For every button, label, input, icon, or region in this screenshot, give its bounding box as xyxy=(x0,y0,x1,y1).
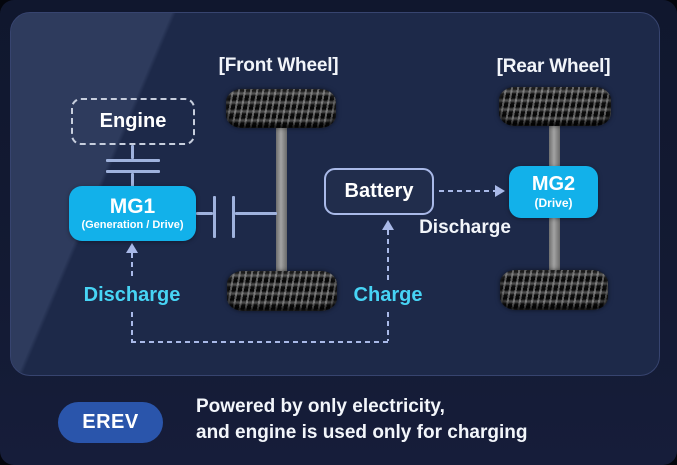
battery-charge-arrowhead-icon xyxy=(382,220,394,230)
rear-wheel-label: [Rear Wheel] xyxy=(496,56,611,77)
battery-charge-label: Charge xyxy=(353,284,423,306)
battery-charge-dash xyxy=(387,230,389,282)
clutch-plate xyxy=(213,196,216,238)
mg2-subtitle: (Drive) xyxy=(534,196,573,210)
mg1-discharge-arrowhead-icon xyxy=(126,243,138,253)
diagram-card: [Front Wheel] [Rear Wheel] Engine MG1 (G… xyxy=(10,12,660,376)
front-axle xyxy=(276,120,287,278)
erev-badge-label: EREV xyxy=(82,411,139,433)
erev-caption-line1: Powered by only electricity, xyxy=(196,396,445,417)
mg2-discharge-label: Discharge xyxy=(419,217,511,238)
clutch-plate xyxy=(106,170,160,173)
battery-to-mg2-arrowhead-icon xyxy=(495,185,505,197)
battery-box: Battery xyxy=(324,168,434,215)
erev-caption-line2: and engine is used only for charging xyxy=(196,422,528,443)
engine-box: Engine xyxy=(71,98,195,145)
mg1-discharge-label: Discharge xyxy=(83,284,181,306)
front-bottom-tire-icon xyxy=(227,271,337,311)
clutch-line xyxy=(196,212,213,215)
mg1-discharge-dash xyxy=(131,253,133,279)
mg1-title: MG1 xyxy=(109,194,156,218)
mg1-subtitle: (Generation / Drive) xyxy=(81,219,184,232)
clutch-line xyxy=(131,145,134,159)
mg2-box: MG2 (Drive) xyxy=(509,166,598,218)
clutch-line xyxy=(131,173,134,187)
battery-to-mg2-dash xyxy=(439,190,495,192)
battery-charge-dash xyxy=(387,312,389,341)
erev-caption: Powered by only electricity, and engine … xyxy=(196,394,528,446)
clutch-plate xyxy=(232,196,235,238)
mg1-box: MG1 (Generation / Drive) xyxy=(69,186,196,241)
rear-top-tire-icon xyxy=(499,87,611,126)
erev-badge: EREV xyxy=(58,402,163,443)
battery-label: Battery xyxy=(344,180,414,202)
mg1-discharge-dash xyxy=(131,312,133,342)
engine-label: Engine xyxy=(99,110,167,132)
clutch-line xyxy=(235,212,277,215)
mg2-title: MG2 xyxy=(531,173,576,195)
front-top-tire-icon xyxy=(226,89,336,128)
front-wheel-label: [Front Wheel] xyxy=(218,55,339,76)
clutch-plate xyxy=(106,159,160,162)
rear-bottom-tire-icon xyxy=(500,270,608,310)
charge-path-horizontal-dash xyxy=(131,341,388,343)
